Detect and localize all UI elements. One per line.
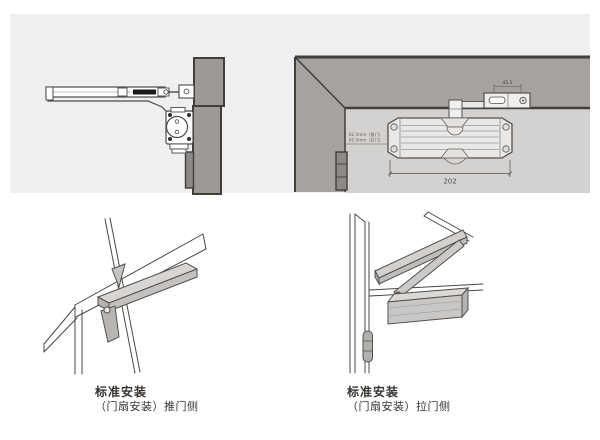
iso-view-pull-side (349, 211, 484, 374)
jamb-reveal (354, 213, 366, 223)
body-rib-2 (387, 308, 463, 317)
side-note-line1: 62.5mm（推门） (349, 131, 383, 138)
arm-foot (100, 305, 120, 343)
door-block (192, 105, 222, 195)
front-view-installation: 45.5 62.5mm（推门） 62.5mm（拉门） 202 (294, 55, 590, 193)
arm-black-segment (133, 89, 156, 95)
head-line-1 (368, 283, 484, 291)
push-side-title: 标准安装 (95, 385, 148, 399)
body-screws (390, 123, 510, 153)
closer-side-face (461, 286, 469, 319)
door-top-edge-2 (427, 211, 474, 238)
side-note-line2: 62.5mm（拉门） (349, 137, 383, 144)
closer-cylinder (165, 115, 189, 139)
arm-shoe-wedge (111, 263, 126, 289)
slide-channel-cap (374, 269, 380, 286)
pull-side-caption: 标准安装 （门扇安装）拉门侧 (347, 385, 451, 415)
closer-body (387, 117, 513, 159)
iso-view-push-side (43, 217, 207, 375)
wall-edge-2 (43, 317, 78, 353)
pinion-bottom-tab (443, 157, 467, 165)
door-hinge (335, 151, 348, 191)
plate-screw-1 (168, 113, 172, 117)
arm-connector (461, 101, 486, 109)
pinion-bottom (440, 148, 470, 159)
push-side-subtitle: （门扇安装）推门侧 (95, 401, 199, 413)
pinion-top-round (446, 126, 464, 136)
cylinder-screw-bottom (174, 129, 180, 135)
arm-pivot (163, 89, 169, 95)
pull-side-title: 标准安装 (347, 385, 400, 399)
door-top-edge-end (423, 211, 429, 217)
arm-joint (117, 87, 128, 97)
plate-screw-3 (168, 137, 172, 141)
arm-bend (47, 100, 168, 113)
plate-screw-4 (187, 137, 191, 141)
plate-bottom-tab-2 (171, 148, 187, 154)
plate-top-tab (170, 107, 186, 113)
cylinder-screw-top (174, 119, 180, 124)
bracket-dimension (493, 84, 522, 92)
bracket-slot (488, 96, 506, 104)
door-rail-end (202, 233, 207, 250)
door-rail-line-1 (74, 233, 204, 306)
frame-block (193, 57, 225, 107)
bracket-screw-center (522, 99, 524, 102)
push-side-caption: 标准安装 （门扇安装）推门侧 (95, 385, 199, 415)
plan-view-push-side (45, 57, 225, 195)
body-rib-1 (387, 300, 463, 309)
arm-pivot-knuckle (103, 306, 111, 314)
arm-end-cap (45, 86, 54, 101)
frame-jamb (295, 57, 345, 192)
door-hinge (362, 330, 373, 363)
body-width-dimension (387, 160, 513, 177)
plate-bottom-tab (169, 143, 189, 150)
body-width-dim-text: 202 (443, 178, 456, 186)
pull-side-subtitle: （门扇安装）拉门侧 (347, 401, 451, 413)
wall-edge-1 (43, 306, 76, 345)
frame-head (295, 57, 590, 108)
shoe-screw (183, 88, 190, 95)
plate-screw-2 (187, 113, 191, 117)
hinge-strip (184, 151, 195, 189)
bracket-dim-text: 45.5 (502, 80, 512, 86)
frame-corner-diagonal (294, 56, 346, 109)
